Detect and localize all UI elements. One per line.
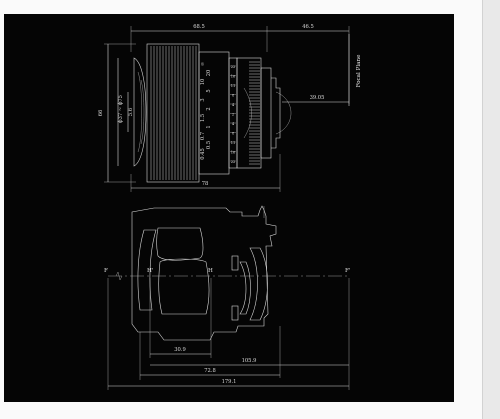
- distance-scale-mark: 5: [206, 89, 212, 92]
- dof-scale-mark: 22: [231, 160, 236, 164]
- lens-hood-outline: [133, 57, 147, 167]
- dof-scale-mark: 16: [231, 75, 236, 79]
- lens-element-1: [137, 229, 157, 311]
- dof-scale-mark: 11: [231, 141, 236, 145]
- lens-side-view: 68.5 46.5 66 ϕ37 ~ ϕ75 5.6 2216118424811…: [98, 24, 362, 192]
- lens-mount: [260, 67, 272, 159]
- distance-scale-mark: 2: [206, 107, 212, 110]
- dof-scale-mark: 4: [232, 103, 235, 107]
- distance-scale-mark: 0.45: [200, 148, 206, 160]
- distance-scale-mark: 0.5: [206, 141, 212, 149]
- dim-label-flange-to-focal: 46.5: [302, 24, 314, 30]
- distance-scale-mark: 1.5: [200, 114, 206, 122]
- dof-scale-mark: 2: [232, 113, 234, 117]
- distance-scale-mark: ∞: [200, 62, 206, 66]
- lens-element-2: [156, 227, 204, 261]
- aperture-blade-top: [231, 255, 239, 271]
- principal-point-front-label: H': [147, 268, 153, 274]
- dof-scale-mark: 4: [232, 122, 235, 126]
- front-focus-label: F: [104, 268, 108, 274]
- lens-element-3: [158, 258, 210, 315]
- aperture-blade-bottom: [231, 305, 239, 321]
- distance-scale-mark: 10: [200, 79, 206, 86]
- rear-focus-label: F': [345, 268, 350, 274]
- dim-label-hood: 5.6: [128, 108, 134, 116]
- axis-break-mark: [115, 271, 123, 281]
- distance-scale-mark: 0.7: [200, 132, 206, 140]
- dim-label-bfd: 30.9: [174, 347, 186, 353]
- lens-element-4: [239, 261, 251, 315]
- dof-scale-ticks: 22 16 11 8 4 2 4 8 11 16 22: [230, 65, 236, 164]
- dim-label-total-flange: 78: [202, 181, 209, 187]
- focal-plane-label: Focal Plane: [356, 54, 362, 87]
- dof-scale-mark: 8: [232, 132, 235, 136]
- dim-label-front: 72.8: [204, 368, 216, 374]
- focus-ring: [146, 43, 200, 183]
- lens-housing-outline: [131, 205, 277, 341]
- dim-label-mount: 39.05: [310, 95, 325, 101]
- dim-label-overall: 179.1: [222, 379, 237, 385]
- distance-scale-mark: 1: [206, 125, 212, 128]
- aperture-ring-grip: [249, 61, 260, 165]
- dim-label-principal: 105.9: [242, 358, 257, 364]
- dof-scale-mark: 8: [232, 94, 235, 98]
- lens-section-view: F H' H F' 30.9 105.9 72.8 179.1: [104, 205, 350, 390]
- distance-scale-mark: 20: [206, 70, 212, 77]
- lens-technical-drawing: 68.5 46.5 66 ϕ37 ~ ϕ75 5.6 2216118424811…: [98, 24, 362, 390]
- rear-element-curve: [275, 91, 292, 135]
- lens-element-5: [249, 247, 268, 321]
- bayonet-flange: [271, 77, 281, 149]
- dof-scale-mark: 22: [231, 65, 236, 69]
- dof-scale-mark: 11: [231, 84, 236, 88]
- dim-label-overall-length: 68.5: [193, 24, 205, 30]
- distance-scale-mark: 3: [200, 98, 206, 101]
- page-edge-strip: [482, 0, 500, 419]
- focus-ring-grip: [150, 46, 197, 180]
- dof-scale-mark: 16: [231, 151, 236, 155]
- principal-point-rear-label: H: [208, 268, 213, 274]
- dim-label-height: 66: [98, 110, 104, 117]
- dim-label-filter-thread: ϕ37 ~ ϕ75: [118, 95, 124, 123]
